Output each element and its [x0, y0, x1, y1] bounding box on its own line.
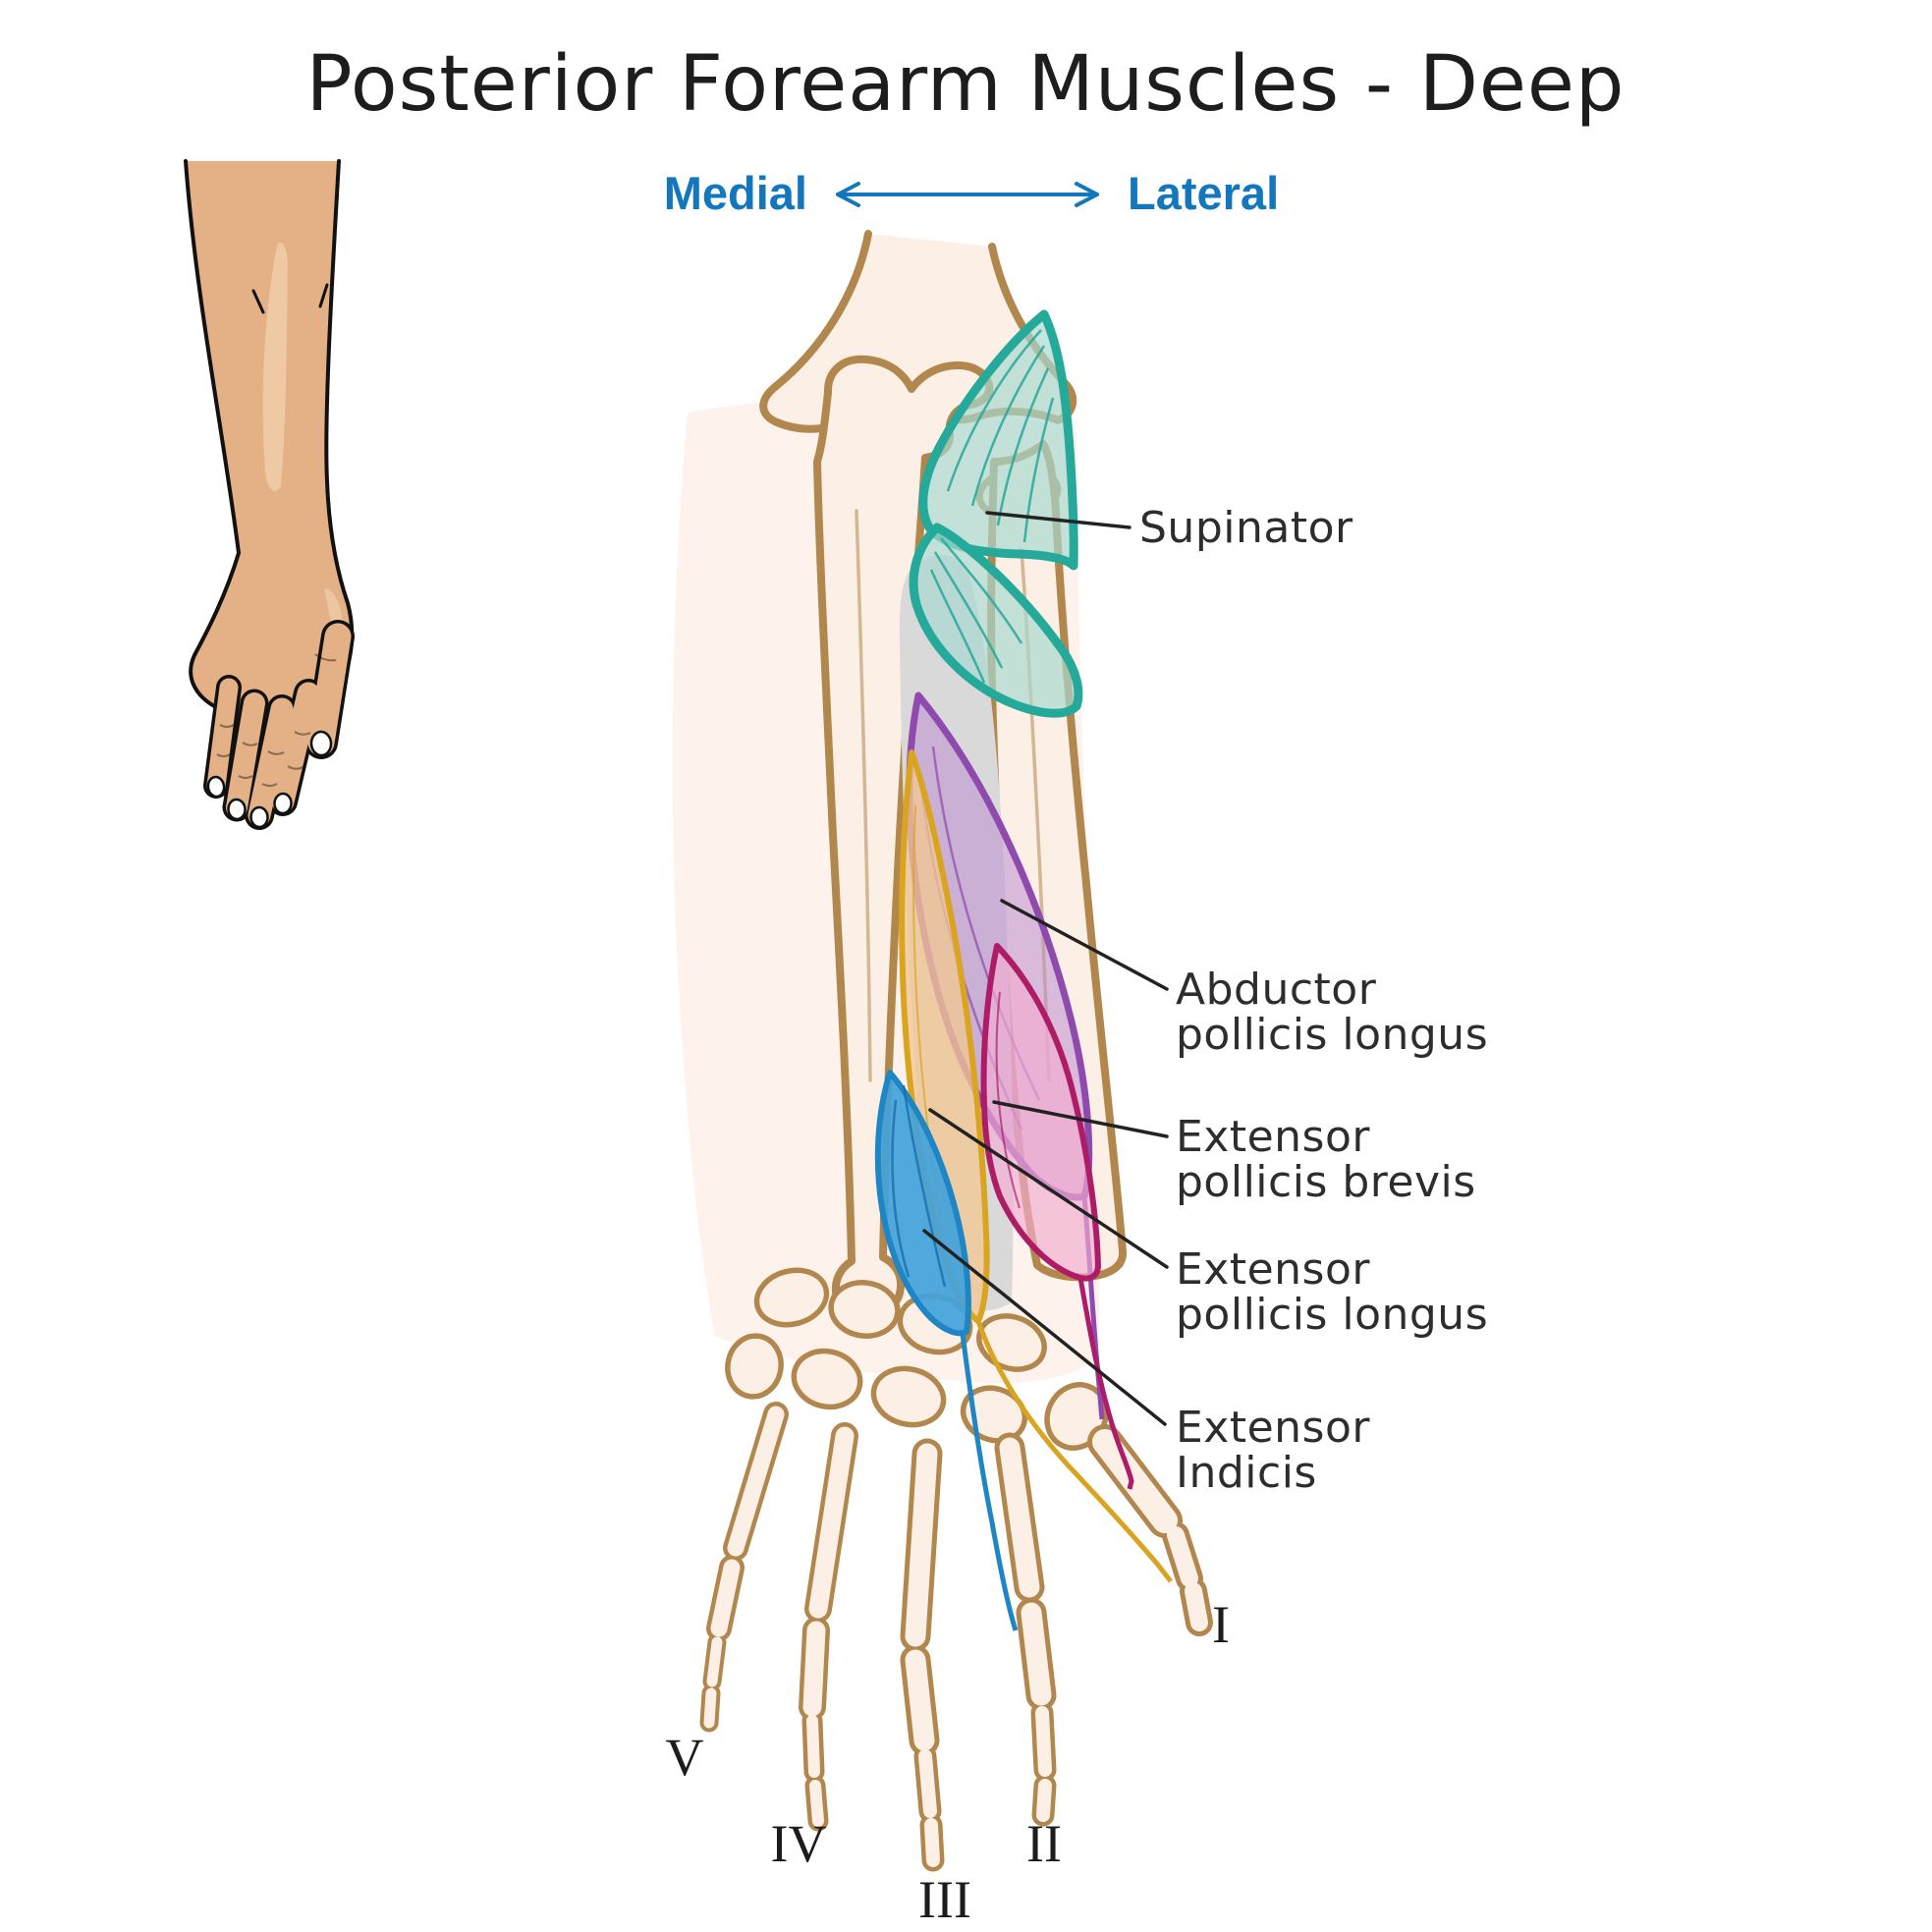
- striation: [902, 1084, 947, 1288]
- label-extensor-pollicis-brevis-line2: pollicis brevis: [1176, 1157, 1476, 1207]
- striation: [940, 537, 1023, 644]
- carpal-bone: [828, 1280, 901, 1339]
- label-extensor-indicis-line2: Indicis: [1176, 1448, 1317, 1498]
- striation: [995, 991, 1021, 1209]
- forearm-highlight: [262, 242, 288, 491]
- orientation-lateral-label: Lateral: [1128, 167, 1279, 219]
- crease-tick: [251, 289, 265, 314]
- thumb-phalanges-fill: [1167, 1526, 1208, 1631]
- index-bones-fill: [999, 1437, 1052, 1706]
- little-finger-fill: [206, 678, 239, 796]
- extensor-indicis-muscle: [874, 1070, 1019, 1631]
- little-bones-fill: [703, 1636, 723, 1729]
- striation: [1022, 397, 1055, 543]
- supinator-striations: [929, 329, 1055, 684]
- leader-lines: [922, 511, 1169, 1426]
- thumb-metacarpal-fill: [1092, 1429, 1178, 1533]
- leader-line-extensor-pollicis-brevis: [992, 1100, 1169, 1138]
- ring-finger-fill: [226, 692, 265, 818]
- leader-line-abductor-pollicis-longus: [1000, 899, 1169, 991]
- label-extensor-pollicis-longus-line1: Extensor: [1176, 1244, 1370, 1295]
- digit-numeral-little: V: [666, 1728, 704, 1787]
- fingers: [203, 620, 355, 830]
- ring-bones-fill: [802, 1426, 855, 1717]
- crease: [287, 765, 304, 770]
- muscle-labels: Supinator Abductor pollicis longus Exten…: [1139, 503, 1488, 1498]
- thumb-fill: [307, 623, 352, 756]
- striation: [929, 569, 986, 684]
- carpal-bone: [725, 1333, 784, 1400]
- crease: [242, 742, 258, 746]
- label-extensor-pollicis-brevis-line1: Extensor: [1176, 1112, 1370, 1162]
- digit-numerals: I II III IV V: [666, 1595, 1230, 1929]
- extensor-pollicis-longus-tendon: [975, 1320, 1173, 1583]
- striation: [946, 329, 1042, 492]
- nail: [309, 730, 333, 757]
- striation: [996, 367, 1050, 526]
- finger-creases: [216, 653, 337, 787]
- middle-bones-fill: [918, 1749, 940, 1867]
- little-bones-fill: [710, 1406, 785, 1637]
- supinator-lower-fan: [909, 523, 1083, 718]
- digit-numeral-index: II: [1026, 1814, 1062, 1873]
- middle-bones-fill: [905, 1443, 938, 1751]
- carpal-bone: [791, 1348, 863, 1410]
- leader-line-extensor-indicis: [922, 1229, 1167, 1426]
- ulna-ridge-line: [855, 509, 872, 1082]
- digit-numeral-thumb: I: [1212, 1595, 1230, 1654]
- crease: [314, 653, 337, 662]
- crease: [238, 775, 253, 779]
- arrow-head-right: [1075, 182, 1099, 207]
- nail: [206, 775, 226, 799]
- arrow-head-left: [836, 182, 860, 207]
- leader-line-extensor-pollicis-longus: [928, 1108, 1169, 1269]
- striation: [970, 345, 1046, 507]
- label-extensor-indicis-line1: Extensor: [1176, 1403, 1370, 1453]
- crease: [219, 724, 235, 728]
- index-bones-fill: [1035, 1706, 1052, 1822]
- page-title: Posterior Forearm Muscles - Deep: [306, 40, 1626, 129]
- reference-arm-illustration: [184, 159, 355, 830]
- leader-line-supinator: [985, 511, 1132, 529]
- ring-bones-fill: [806, 1715, 824, 1827]
- hand-bones: [699, 1402, 1213, 1872]
- medial-lateral-arrow-icon: [836, 182, 1099, 207]
- nail: [273, 792, 293, 815]
- extensor-indicis-striations: [891, 1084, 947, 1288]
- crease: [216, 753, 231, 757]
- nail: [227, 798, 247, 821]
- elbow-crease-marks: [251, 283, 329, 314]
- extensor-pollicis-brevis-tendon: [1077, 1277, 1134, 1490]
- striation: [933, 551, 1004, 669]
- carpal-bone: [870, 1365, 947, 1428]
- carpal-bones: [725, 1267, 1109, 1451]
- digit-numeral-ring: IV: [771, 1814, 827, 1873]
- nail: [249, 805, 269, 829]
- crease-tick: [318, 283, 329, 308]
- extensor-pollicis-longus-body: [899, 749, 990, 1324]
- label-abductor-pollicis-longus-line2: pollicis longus: [1176, 1010, 1488, 1060]
- fingernails: [206, 730, 333, 829]
- orientation-indicator: Medial Lateral: [664, 167, 1279, 219]
- orientation-medial-label: Medial: [664, 167, 807, 219]
- label-abductor-pollicis-longus-line1: Abductor: [1176, 965, 1377, 1015]
- middle-finger-fill: [248, 697, 294, 827]
- label-supinator: Supinator: [1139, 503, 1353, 553]
- carpal-bone: [960, 1385, 1028, 1444]
- extensor-indicis-tendon: [960, 1333, 1019, 1631]
- supinator-upper-fan: [918, 309, 1078, 571]
- crease: [261, 783, 278, 787]
- extensor-indicis-body: [874, 1070, 971, 1337]
- digit-numeral-middle: III: [918, 1870, 971, 1929]
- label-extensor-pollicis-longus-line2: pollicis longus: [1176, 1290, 1488, 1340]
- striation: [891, 1099, 911, 1278]
- index-finger-fill: [271, 682, 320, 813]
- crease: [267, 750, 285, 755]
- crease: [294, 731, 311, 736]
- carpal-bone: [753, 1267, 830, 1328]
- supinator-muscle: [909, 309, 1083, 718]
